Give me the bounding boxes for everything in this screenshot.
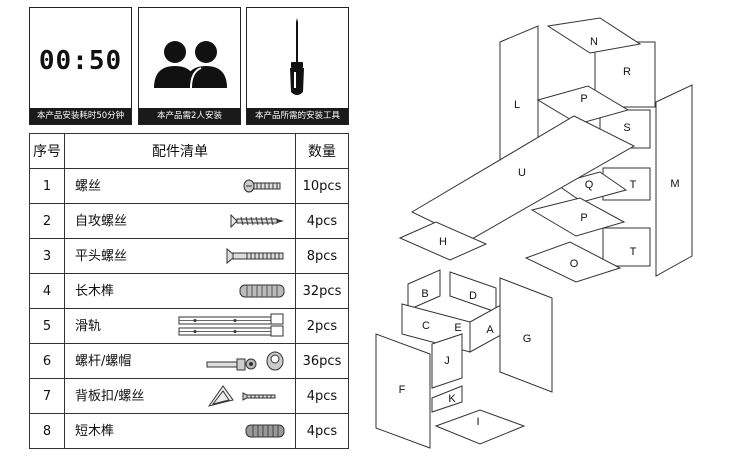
row-index: 3 bbox=[29, 238, 65, 274]
install-tool-box: 本产品所需的安装工具 bbox=[246, 7, 349, 125]
panel-N bbox=[546, 17, 642, 54]
header-parts-list: 配件清单 bbox=[64, 133, 296, 169]
screwdriver-icon bbox=[290, 18, 304, 95]
part-quantity: 4pcs bbox=[295, 378, 349, 414]
label-J: J bbox=[444, 355, 450, 367]
row-index: 2 bbox=[29, 203, 65, 239]
label-G: G bbox=[523, 333, 532, 345]
row-index: 8 bbox=[29, 413, 65, 449]
digital-clock-icon: 00:50 bbox=[38, 46, 123, 76]
table-row: 5 滑轨 2pcs bbox=[29, 308, 349, 344]
label-U: U bbox=[518, 167, 526, 179]
table-row: 7 背板扣/螺丝 4pcs bbox=[29, 378, 349, 414]
part-quantity: 32pcs bbox=[295, 273, 349, 309]
slide-rail-icon bbox=[178, 313, 284, 337]
part-name: 螺丝 bbox=[75, 179, 102, 194]
table-header: 序号 配件清单 数量 bbox=[29, 133, 349, 169]
label-C: C bbox=[422, 320, 430, 332]
label-Q: Q bbox=[585, 179, 594, 191]
panel-M bbox=[655, 84, 693, 277]
panel-P-mid bbox=[530, 197, 626, 237]
install-people-caption: 本产品需2人安装 bbox=[139, 108, 240, 124]
panel-B bbox=[407, 269, 441, 311]
install-time-caption: 本产品安装耗时50分钟 bbox=[30, 108, 131, 124]
label-A: A bbox=[486, 324, 494, 336]
part-quantity: 36pcs bbox=[295, 343, 349, 379]
panel-H bbox=[398, 221, 488, 261]
label-B: B bbox=[421, 288, 428, 300]
row-index: 7 bbox=[29, 378, 65, 414]
panel-G bbox=[499, 277, 553, 393]
long-wood-dowel-icon bbox=[239, 284, 285, 298]
part-name: 背板扣/螺丝 bbox=[75, 389, 145, 404]
label-I: I bbox=[476, 416, 479, 428]
cam-bolt-and-nut-icon bbox=[206, 351, 284, 371]
label-F: F bbox=[399, 384, 406, 396]
label-P-mid: P bbox=[580, 212, 587, 224]
panel-I bbox=[434, 409, 526, 445]
part-quantity: 4pcs bbox=[295, 413, 349, 449]
label-R: R bbox=[623, 66, 631, 78]
table-row: 6 螺杆/螺帽 36pcs bbox=[29, 343, 349, 379]
part-name: 自攻螺丝 bbox=[75, 214, 128, 229]
label-O: O bbox=[570, 258, 579, 270]
install-tool-caption: 本产品所需的安装工具 bbox=[247, 108, 348, 124]
row-index: 6 bbox=[29, 343, 65, 379]
panel-O bbox=[524, 241, 622, 283]
panel-F bbox=[375, 333, 431, 449]
label-T-lower: T bbox=[630, 246, 637, 258]
part-quantity: 10pcs bbox=[295, 168, 349, 204]
table-row: 8 短木榫 4pcs bbox=[29, 413, 349, 449]
table-row: 3 平头螺丝 8pcs bbox=[29, 238, 349, 274]
label-N: N bbox=[590, 36, 598, 48]
self-tapping-screw-icon bbox=[230, 213, 284, 229]
label-K: K bbox=[448, 393, 456, 405]
install-time-box: 00:50 本产品安装耗时50分钟 bbox=[29, 7, 132, 125]
screw-icon bbox=[243, 179, 281, 193]
label-T-upper: T bbox=[630, 179, 637, 191]
exploded-assembly-diagram: N R L P S M U Q T P T H O B D C E A G F … bbox=[375, 17, 693, 449]
parts-table: 序号 配件清单 数量 1 螺丝 10pcs 2 自攻螺丝 4pc bbox=[29, 133, 349, 449]
panel-K bbox=[431, 385, 463, 413]
panel-P-top bbox=[536, 85, 630, 125]
part-quantity: 2pcs bbox=[295, 308, 349, 344]
label-H: H bbox=[439, 236, 447, 248]
label-P-top: P bbox=[580, 93, 587, 105]
table-row: 1 螺丝 10pcs bbox=[29, 168, 349, 204]
two-people-icon bbox=[154, 41, 227, 89]
label-L: L bbox=[514, 99, 520, 111]
panel-J bbox=[431, 333, 463, 389]
install-people-box: 本产品需2人安装 bbox=[138, 7, 241, 125]
header-index: 序号 bbox=[29, 133, 65, 169]
part-name: 短木榫 bbox=[75, 424, 115, 439]
label-E: E bbox=[454, 322, 461, 334]
label-D: D bbox=[469, 290, 477, 302]
label-S: S bbox=[623, 122, 630, 134]
flat-head-screw-icon bbox=[226, 247, 284, 265]
part-name: 滑轨 bbox=[75, 319, 102, 334]
row-index: 4 bbox=[29, 273, 65, 309]
back-panel-clip-icon bbox=[207, 385, 276, 407]
header-quantity: 数量 bbox=[295, 133, 349, 169]
row-index: 1 bbox=[29, 168, 65, 204]
part-name: 长木榫 bbox=[75, 284, 115, 299]
table-row: 2 自攻螺丝 4pcs bbox=[29, 203, 349, 239]
row-index: 5 bbox=[29, 308, 65, 344]
part-quantity: 8pcs bbox=[295, 238, 349, 274]
table-row: 4 长木榫 32pcs bbox=[29, 273, 349, 309]
short-wood-dowel-icon bbox=[245, 424, 285, 438]
part-name: 平头螺丝 bbox=[75, 249, 128, 264]
part-quantity: 4pcs bbox=[295, 203, 349, 239]
label-M: M bbox=[670, 178, 679, 190]
panel-T-lower bbox=[602, 227, 651, 267]
part-name: 螺杆/螺帽 bbox=[75, 354, 132, 369]
